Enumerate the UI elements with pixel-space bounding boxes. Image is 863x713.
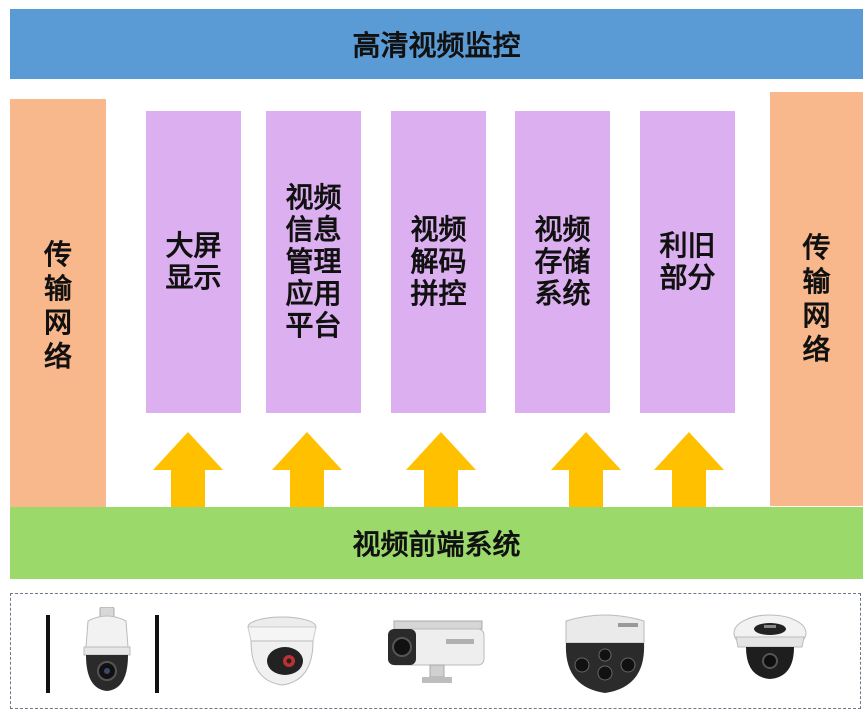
- mini-ptz-dome-camera-icon: [733, 614, 807, 679]
- up-arrow-icon: [551, 432, 621, 508]
- module-label: 大屏显示: [165, 229, 222, 294]
- module-label: 视频存储系统: [534, 213, 591, 310]
- module-decoding: 视频解码拼控: [391, 111, 486, 413]
- up-arrow-icon: [272, 432, 342, 508]
- divider-bar: [155, 615, 159, 693]
- front-end-label: 视频前端系统: [352, 528, 521, 561]
- right-network-bar: 传输网络: [770, 92, 863, 506]
- module-large-screen: 大屏显示: [146, 111, 241, 413]
- ptz-dome-camera-icon: [83, 607, 131, 691]
- up-arrow-icon: [406, 432, 476, 508]
- module-management-platform: 视频信息管理应用平台: [266, 111, 361, 413]
- turret-camera-icon: [247, 616, 317, 686]
- module-storage: 视频存储系统: [515, 111, 610, 413]
- up-arrow-icon: [654, 432, 724, 508]
- up-arrow-icon: [153, 432, 223, 508]
- bullet-camera-icon: [388, 620, 485, 683]
- module-label: 视频解码拼控: [410, 213, 467, 310]
- title-bar: 高清视频监控: [10, 9, 863, 79]
- front-end-bar: 视频前端系统: [10, 507, 863, 579]
- title-text: 高清视频监控: [352, 29, 521, 62]
- left-network-bar: 传输网络: [10, 99, 106, 513]
- module-label: 视频信息管理应用平台: [285, 181, 342, 342]
- right-network-label: 传输网络: [802, 231, 831, 366]
- multi-sensor-dome-camera-icon: [565, 614, 645, 693]
- left-network-label: 传输网络: [43, 238, 72, 373]
- camera-frame: [10, 593, 861, 709]
- divider-bar: [46, 615, 50, 693]
- module-label: 利旧部分: [659, 229, 716, 294]
- module-legacy: 利旧部分: [640, 111, 735, 413]
